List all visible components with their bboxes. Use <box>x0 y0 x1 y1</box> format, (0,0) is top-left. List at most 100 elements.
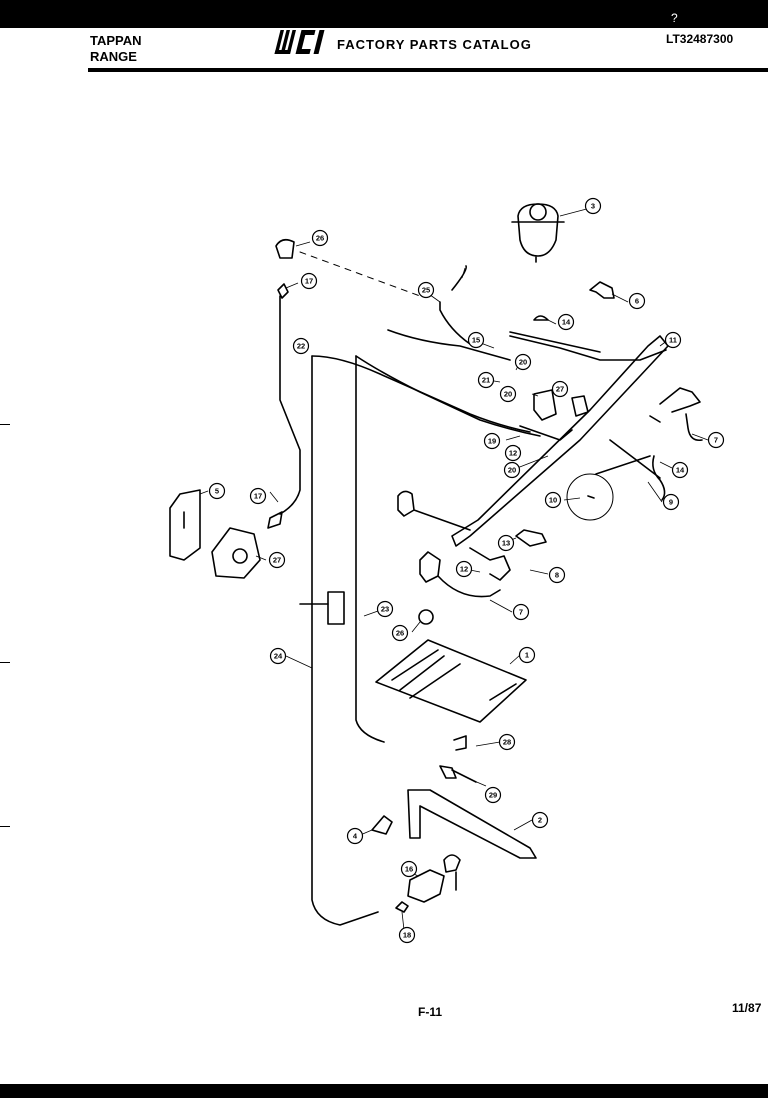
callout-circle <box>477 371 495 389</box>
cap-26 <box>418 609 434 625</box>
callout-27: 27 <box>551 380 569 398</box>
callout-label: 24 <box>274 652 283 661</box>
callout-label: 6 <box>635 297 639 306</box>
callout-circle <box>548 566 566 584</box>
gas-tube-24 <box>311 355 379 926</box>
callout-label: 12 <box>509 449 517 458</box>
callout-14: 14 <box>557 313 575 331</box>
tube-17 <box>279 295 301 515</box>
valve-21 <box>533 389 557 421</box>
callout-21: 21 <box>477 371 495 389</box>
orifice-14 <box>533 315 549 321</box>
callout-circle <box>499 385 517 403</box>
callout-17: 17 <box>249 487 267 505</box>
callout-7: 7 <box>512 603 530 621</box>
callout-2: 2 <box>531 811 549 829</box>
callout-label: 7 <box>519 608 523 617</box>
callout-label: 11 <box>669 336 677 345</box>
manifold-11 <box>451 335 669 547</box>
callout-circle <box>300 272 318 290</box>
tube-25 <box>387 265 511 361</box>
dashed-line <box>299 251 421 297</box>
callout-4: 4 <box>346 827 364 845</box>
callout-circle <box>664 331 682 349</box>
callout-label: 14 <box>676 466 685 475</box>
callout-circle <box>292 337 310 355</box>
callout-27: 27 <box>268 551 286 569</box>
model-number: LT32487300 <box>666 32 734 46</box>
callout-circle <box>249 487 267 505</box>
catalog-title: FACTORY PARTS CATALOG <box>337 37 532 52</box>
callout-circle <box>544 491 562 509</box>
safety-valve-27 <box>211 527 261 579</box>
callout-label: 19 <box>488 437 496 446</box>
callout-12: 12 <box>455 560 473 578</box>
callout-label: 22 <box>297 342 305 351</box>
callout-label: 3 <box>591 202 595 211</box>
callout-circle <box>417 281 435 299</box>
edge-tick <box>0 424 10 425</box>
callout-20: 20 <box>503 461 521 479</box>
callout-label: 27 <box>556 385 564 394</box>
pilot-16 <box>407 854 461 903</box>
callout-7: 7 <box>707 431 725 449</box>
callout-label: 20 <box>508 466 516 475</box>
gas-tube-22 <box>311 355 531 433</box>
callout-circle <box>584 197 602 215</box>
callout-13: 13 <box>497 534 515 552</box>
callout-25: 25 <box>417 281 435 299</box>
callout-circle <box>707 431 725 449</box>
callout-circle <box>376 600 394 618</box>
callout-circle <box>311 229 329 247</box>
callout-20: 20 <box>499 385 517 403</box>
callout-26: 26 <box>311 229 329 247</box>
callout-label: 26 <box>316 234 324 243</box>
callout-10: 10 <box>544 491 562 509</box>
gas-tube-upper <box>355 355 541 437</box>
callout-label: 7 <box>714 436 718 445</box>
callout-circle <box>484 786 502 804</box>
clip-28 <box>453 735 467 751</box>
callout-circle <box>504 444 522 462</box>
bracket-5 <box>169 489 201 561</box>
callout-circle <box>628 292 646 310</box>
callout-label: 18 <box>403 931 411 940</box>
callout-label: 25 <box>422 286 430 295</box>
callout-label: 26 <box>396 629 404 638</box>
knob-10 <box>566 473 614 521</box>
callout-24: 24 <box>269 647 287 665</box>
callout-circle <box>551 380 569 398</box>
callout-6: 6 <box>628 292 646 310</box>
callout-19: 19 <box>483 432 501 450</box>
callout-circle <box>208 482 226 500</box>
callout-26: 26 <box>391 624 409 642</box>
edge-tick <box>0 826 10 827</box>
callout-circle <box>671 461 689 479</box>
callout-circle <box>497 534 515 552</box>
callout-circle <box>398 926 416 944</box>
page-number: F-11 <box>418 1005 443 1019</box>
callout-circle <box>662 493 680 511</box>
callout-circle <box>514 353 532 371</box>
callout-17: 17 <box>300 272 318 290</box>
callout-1: 1 <box>518 646 536 664</box>
spreader-4 <box>371 815 393 835</box>
callout-circle <box>512 603 530 621</box>
corner-mark: ? <box>671 11 678 25</box>
callout-circle <box>557 313 575 331</box>
callout-circle <box>467 331 485 349</box>
catalog-date: 11/87 <box>732 1001 762 1015</box>
brand-name: TAPPAN <box>90 33 142 48</box>
callout-label: 13 <box>502 539 510 548</box>
callout-circle <box>455 560 473 578</box>
valve-27 <box>571 395 589 417</box>
header-rule <box>88 68 768 72</box>
callout-label: 9 <box>669 498 673 507</box>
gas-tube-23 <box>355 355 385 743</box>
callout-16: 16 <box>400 860 418 878</box>
callout-circle <box>483 432 501 450</box>
callout-23: 23 <box>376 600 394 618</box>
callout-label: 27 <box>273 556 281 565</box>
